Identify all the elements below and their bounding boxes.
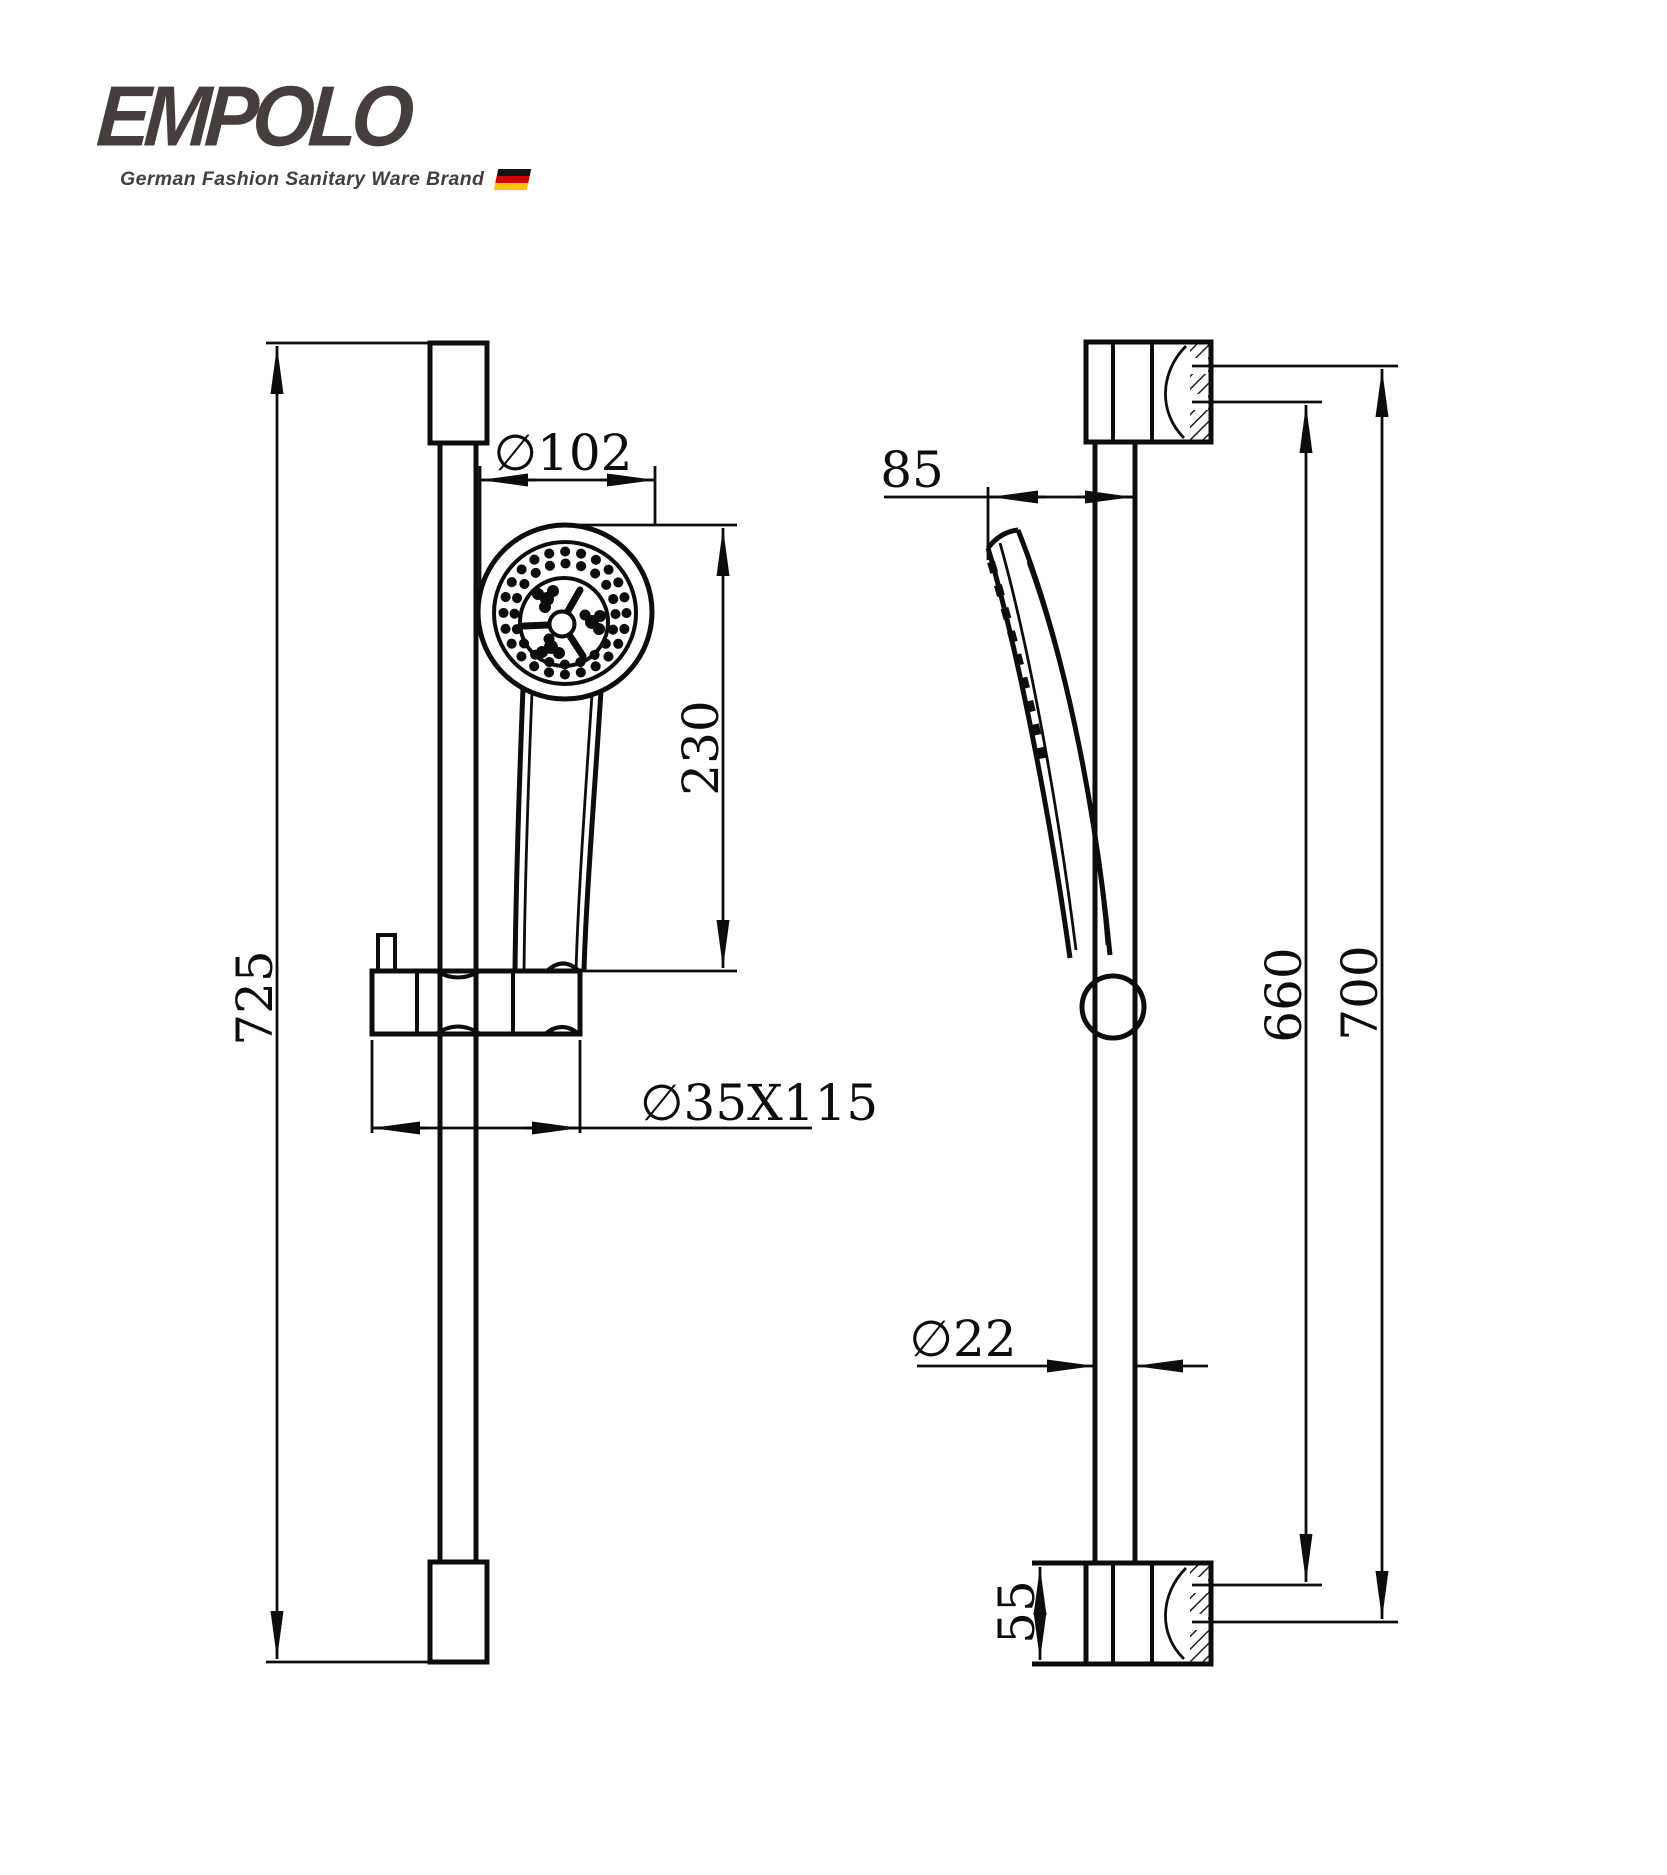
handle-right-outer: [581, 690, 604, 972]
hub-petal-clusters: [532, 585, 606, 659]
side-view: 85 660 700 ∅22: [880, 339, 1398, 1667]
front-bottom-bracket: [427, 1559, 490, 1665]
dim-label-handle-depth: 85: [880, 441, 944, 499]
dim-head-diameter: ∅102: [478, 424, 657, 598]
dim-label-bar-length: 725: [226, 950, 284, 1045]
handle-left-outer: [512, 687, 526, 972]
dim-label-overall-height: 700: [1331, 945, 1389, 1040]
dim-head-to-holder: 230: [558, 523, 737, 973]
side-handle-top-cap: [986, 527, 1019, 550]
side-top-bracket: [1083, 339, 1214, 445]
dim-label-bracket-height: 55: [988, 1580, 1046, 1644]
top-wall-flange-hatch: [1190, 342, 1211, 442]
front-slider-holder: [369, 933, 583, 1037]
dim-handle-depth: 85: [880, 441, 1133, 560]
dim-bar-span: 660: [1192, 400, 1322, 1587]
dim-bar-length: 725: [226, 341, 432, 1664]
head-face-rim: [492, 540, 638, 686]
side-bottom-bracket: [1032, 1560, 1214, 1667]
dim-overall-height: 700: [1192, 364, 1398, 1624]
brand-logo: EMPOLO German Fashion Sanitary Ware Bran…: [94, 69, 532, 191]
front-hand-shower: [475, 522, 655, 972]
spray-nozzle-ring-outer: [498, 546, 632, 680]
dim-tube-diameter: ∅22: [909, 1310, 1208, 1373]
hub-spokes: [520, 586, 587, 660]
side-handle-face-edge: [985, 547, 1073, 959]
brand-tagline: German Fashion Sanitary Ware Brand: [120, 168, 485, 190]
side-slider-ball: [1079, 973, 1147, 1041]
dim-slider-size: ∅35X115: [370, 1040, 878, 1135]
dim-label-bar-span: 660: [1255, 947, 1313, 1042]
dim-label-head-to-holder: 230: [672, 700, 730, 795]
side-face-nozzle-dashes: [987, 560, 1047, 761]
dim-label-head-diameter: ∅102: [494, 424, 633, 482]
side-hand-shower: [985, 527, 1147, 1041]
handle-butt-cap: [545, 961, 581, 973]
slider-lock-knob: [376, 933, 397, 973]
dim-label-tube-diameter: ∅22: [909, 1310, 1016, 1368]
handle-right-inner: [574, 693, 594, 972]
dim-label-slider-size: ∅35X115: [640, 1074, 878, 1132]
dim-bracket-height: 55: [988, 1567, 1047, 1660]
front-top-bracket: [427, 340, 490, 446]
front-view: 725 ∅102 230: [226, 340, 878, 1665]
head-center-plate: [518, 576, 610, 668]
handle-left-inner: [522, 691, 534, 972]
